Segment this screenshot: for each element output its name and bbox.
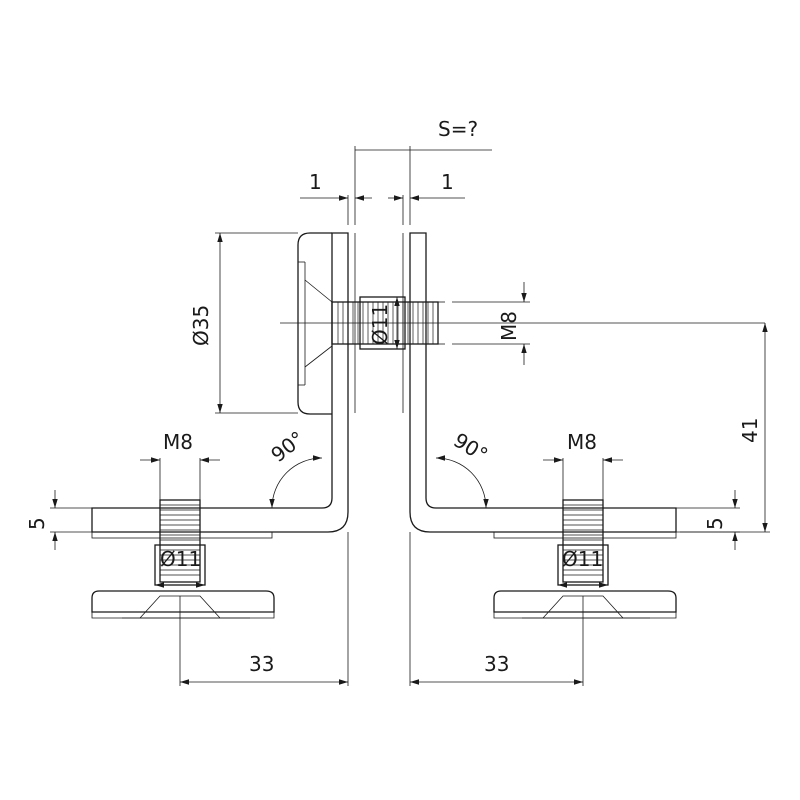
angle-left-label: 90° bbox=[266, 426, 309, 467]
top-assembly bbox=[91, 232, 765, 533]
offset-right-label: 1 bbox=[441, 170, 454, 194]
top-bolt bbox=[331, 301, 439, 345]
gap-label: S=? bbox=[438, 117, 478, 141]
left-bolt bbox=[159, 499, 201, 583]
left-thread-label: M8 bbox=[163, 430, 193, 454]
top-sleeve-diameter-label: Ø11 bbox=[368, 304, 392, 345]
left-thickness-label: 5 bbox=[25, 517, 49, 530]
plate-diameter-label: Ø35 bbox=[189, 305, 213, 346]
top-bolt-thread bbox=[337, 302, 434, 344]
right-foot-plate bbox=[493, 590, 677, 613]
right-thread-label: M8 bbox=[567, 430, 597, 454]
left-sleeve-diameter-label: Ø11 bbox=[160, 547, 201, 571]
top-thread-label: M8 bbox=[497, 311, 521, 341]
angle-arc-left bbox=[269, 455, 323, 509]
clamp-plate bbox=[297, 232, 332, 415]
right-thickness-label: 5 bbox=[703, 517, 727, 530]
angle-arc-right bbox=[435, 455, 489, 509]
angle-right-label: 90° bbox=[449, 428, 492, 467]
left-length-label: 33 bbox=[249, 652, 274, 676]
dimension-labels: S=? 1 1 Ø35 Ø11 M8 41 90° 90° M8 M8 5 5 … bbox=[25, 117, 762, 676]
left-foot-plate bbox=[91, 590, 275, 613]
top-sleeve bbox=[359, 296, 406, 350]
right-bracket-vertical bbox=[409, 232, 677, 533]
dimension-lines bbox=[50, 146, 770, 686]
right-sleeve-diameter-label: Ø11 bbox=[562, 547, 603, 571]
right-bolt bbox=[562, 499, 604, 583]
right-length-label: 33 bbox=[484, 652, 509, 676]
offset-left-label: 1 bbox=[309, 170, 322, 194]
height-label: 41 bbox=[738, 418, 762, 443]
